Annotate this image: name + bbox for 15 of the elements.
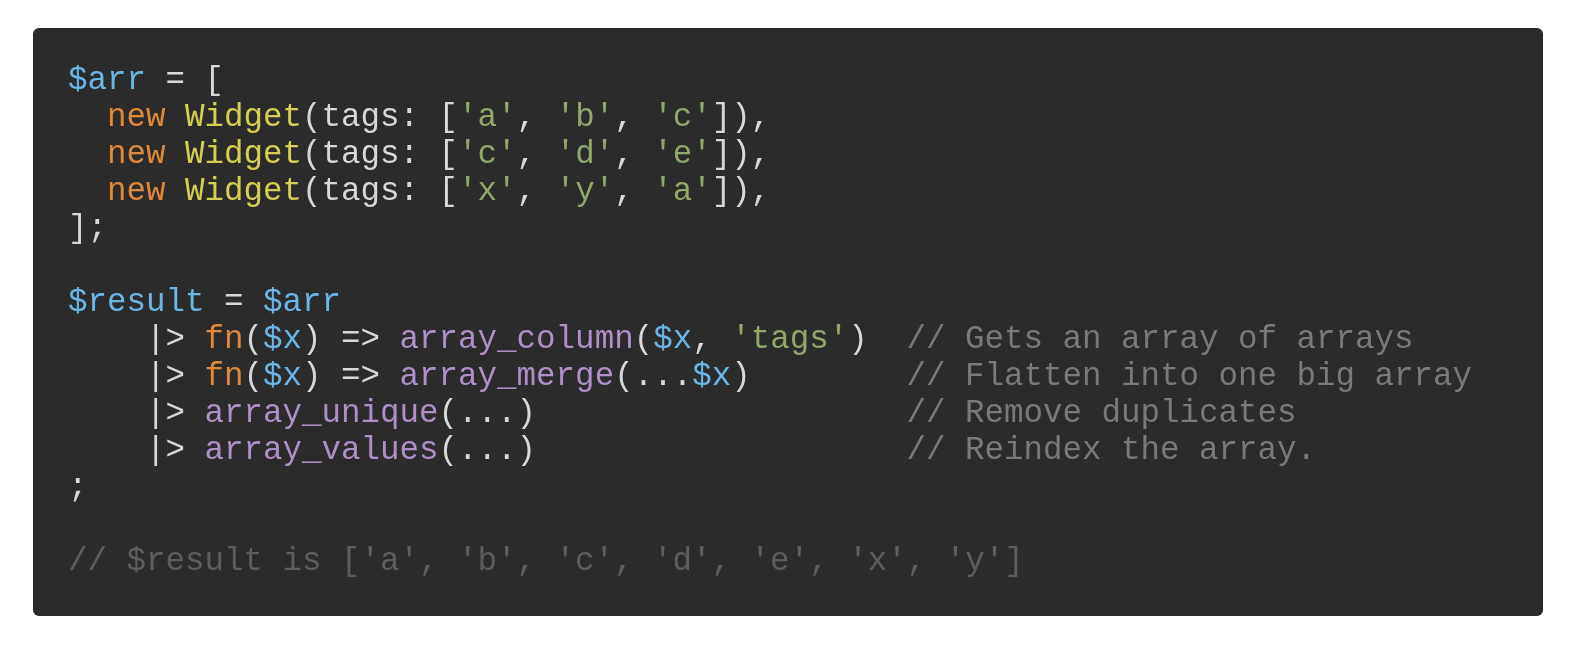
code-line: $result = $arr: [68, 284, 342, 321]
code-line: |> array_values(...): [146, 432, 537, 469]
code-line: ];: [68, 210, 107, 247]
code-comment: // Gets an array of arrays: [906, 321, 1414, 358]
code-line: new Widget(tags: ['a', 'b', 'c']),: [107, 99, 771, 136]
code-line: $arr = [: [68, 62, 225, 99]
code-line: |> fn($x) => array_column($x, 'tags'): [146, 321, 868, 358]
code-comment: // Flatten into one big array: [906, 358, 1473, 395]
code-line: |> fn($x) => array_merge(...$x): [146, 358, 751, 395]
code-comment: // Reindex the array.: [906, 432, 1317, 469]
code-line: new Widget(tags: ['x', 'y', 'a']),: [107, 173, 771, 210]
code-line: new Widget(tags: ['c', 'd', 'e']),: [107, 136, 771, 173]
code-line: ;: [68, 469, 88, 506]
code-line: |> array_unique(...): [146, 395, 537, 432]
code-comment: // Remove duplicates: [906, 395, 1297, 432]
